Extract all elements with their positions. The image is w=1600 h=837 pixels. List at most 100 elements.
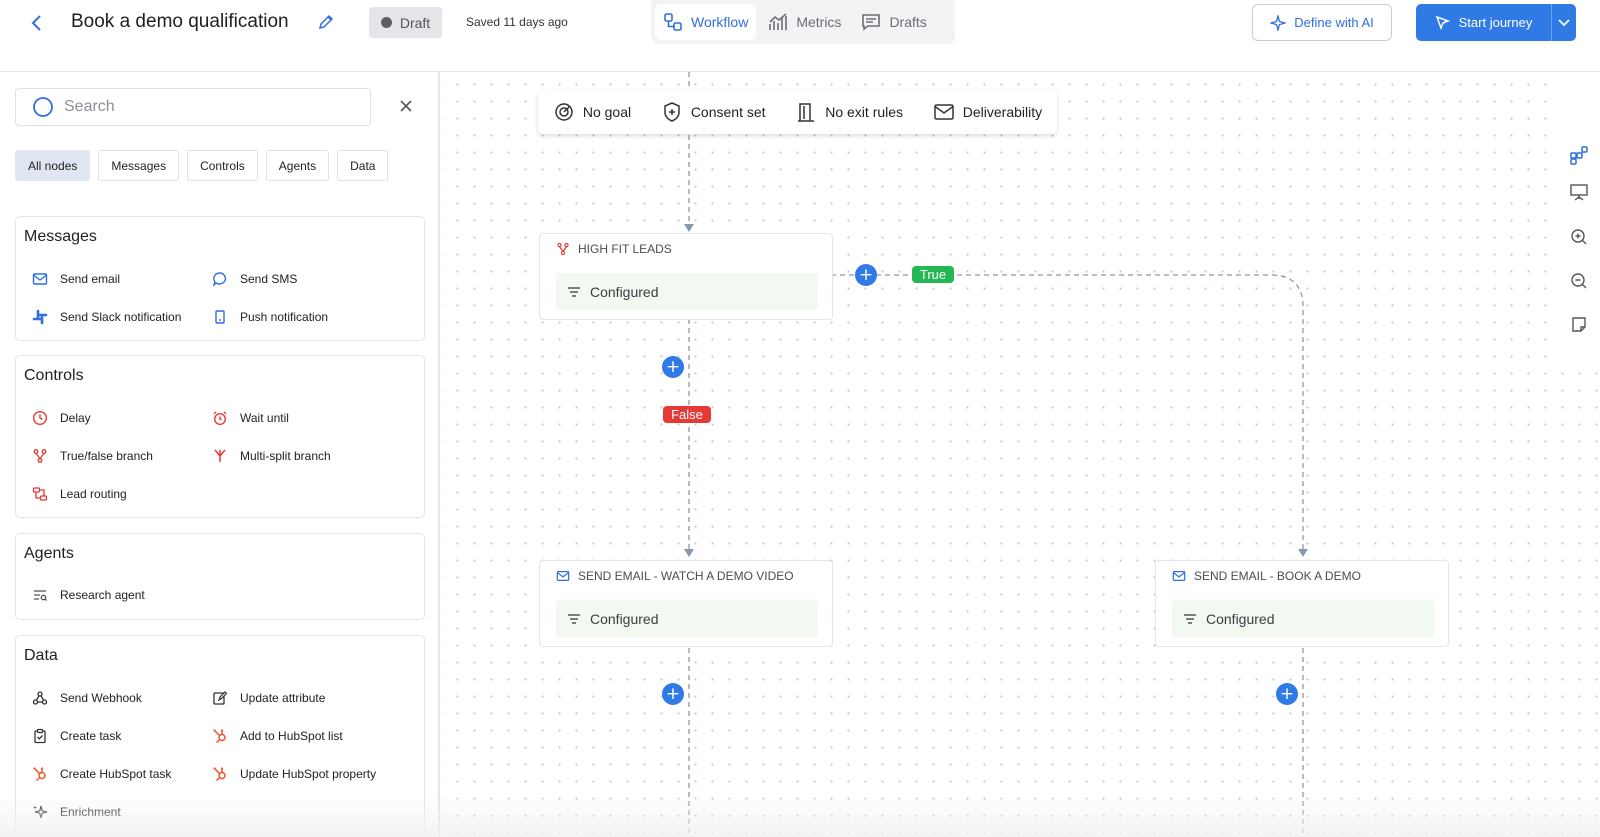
node-lead-routing[interactable]: Lead routing (32, 486, 127, 502)
node-add-hubspot-list[interactable]: Add to HubSpot list (212, 728, 343, 744)
node-label: True/false branch (60, 449, 153, 463)
node-create-hubspot-task[interactable]: Create HubSpot task (32, 766, 171, 782)
deliverability-setting[interactable]: Deliverability (933, 101, 1042, 123)
node-send-email[interactable]: Send email (32, 271, 120, 287)
node-create-task[interactable]: Create task (32, 728, 121, 744)
consent-label: Consent set (690, 104, 766, 120)
filter-lines-icon (1184, 613, 1196, 624)
page-title: Book a demo qualification (71, 11, 289, 32)
exit-rules-setting[interactable]: No exit rules (795, 101, 903, 123)
metrics-icon (769, 13, 788, 30)
node-multi-split-branch[interactable]: Multi-split branch (212, 448, 331, 464)
node-enrichment[interactable]: Enrichment (32, 804, 121, 820)
node-label: Update HubSpot property (240, 767, 377, 781)
node-library-sidebar: Search All nodes Messages Controls Agent… (0, 72, 440, 837)
webhook-icon (32, 691, 48, 705)
view-tabs: Workflow Metrics Drafts (651, 0, 955, 44)
present-icon[interactable] (1569, 182, 1589, 202)
add-nodes-icon[interactable] (1569, 145, 1589, 165)
workflow-icon (664, 13, 682, 31)
node-title: SEND EMAIL - BOOK A DEMO (1194, 569, 1361, 583)
close-icon[interactable] (398, 98, 414, 114)
node-label: Add to HubSpot list (240, 729, 343, 743)
node-title: HIGH FIT LEADS (578, 242, 672, 256)
start-journey-button[interactable]: Start journey (1416, 4, 1576, 41)
tab-workflow-label: Workflow (691, 14, 749, 30)
node-label: Multi-split branch (240, 449, 331, 463)
research-icon (34, 590, 47, 601)
sparkle-icon (1270, 14, 1287, 31)
node-status-label: Configured (590, 283, 659, 300)
mail-icon (556, 571, 570, 581)
node-update-hubspot-property[interactable]: Update HubSpot property (212, 766, 376, 782)
chevron-down-icon (1558, 18, 1570, 26)
section-title: Messages (24, 228, 97, 245)
section-data: Data Send Webhook Update attribute Creat… (15, 635, 425, 837)
define-with-ai-button[interactable]: Define with AI (1252, 4, 1392, 41)
section-title: Agents (24, 545, 74, 562)
node-header: SEND EMAIL - BOOK A DEMO (1172, 569, 1361, 583)
section-messages: Messages Send email Send SMS Send Slack … (15, 216, 425, 341)
split-icon (214, 449, 226, 462)
node-status: Configured (556, 600, 818, 637)
filter-messages[interactable]: Messages (98, 150, 180, 181)
workflow-canvas[interactable]: No goal Consent set No exit rules Delive… (441, 72, 1600, 837)
back-chevron-icon[interactable] (26, 12, 48, 34)
start-journey-main[interactable]: Start journey (1416, 4, 1551, 41)
node-delay[interactable]: Delay (32, 410, 91, 426)
node-header: HIGH FIT LEADS (556, 242, 672, 256)
node-label: Delay (60, 411, 91, 425)
node-label: Create task (60, 729, 122, 743)
node-wait-until[interactable]: Wait until (212, 410, 289, 426)
door-exit-icon (798, 103, 815, 122)
zoom-out-icon[interactable] (1569, 271, 1589, 291)
consent-setting[interactable]: Consent set (661, 101, 766, 123)
route-icon (32, 487, 48, 501)
goal-label: No goal (582, 104, 632, 120)
filter-controls[interactable]: Controls (187, 150, 258, 181)
tab-drafts-label: Drafts (889, 14, 927, 30)
add-node-button-false[interactable]: + (662, 356, 684, 378)
add-node-button-true[interactable]: + (855, 264, 877, 286)
filter-lines-icon (568, 286, 580, 297)
pencil-icon[interactable] (317, 13, 335, 31)
tab-metrics-label: Metrics (796, 14, 842, 30)
note-icon[interactable] (1569, 315, 1589, 335)
drafts-icon (862, 14, 881, 31)
node-update-attribute[interactable]: Update attribute (212, 690, 325, 706)
filter-all-nodes[interactable]: All nodes (15, 150, 91, 181)
zoom-in-icon[interactable] (1569, 227, 1589, 247)
node-send-sms[interactable]: Send SMS (212, 271, 297, 287)
node-label: Send Webhook (60, 691, 142, 705)
add-node-button-right[interactable]: + (1276, 683, 1298, 705)
branch-icon (33, 449, 47, 463)
mail-icon (1172, 571, 1186, 581)
node-high-fit-leads[interactable]: HIGH FIT LEADS Configured (539, 233, 833, 320)
add-node-button-left[interactable]: + (662, 683, 684, 705)
node-true-false-branch[interactable]: True/false branch (32, 448, 153, 464)
search-input[interactable]: Search (15, 88, 371, 126)
node-label: Update attribute (240, 691, 326, 705)
start-journey-label: Start journey (1458, 15, 1533, 30)
node-push-notification[interactable]: Push notification (212, 309, 328, 325)
sparkles-icon (33, 805, 48, 819)
tab-metrics[interactable]: Metrics (760, 4, 849, 40)
goal-setting[interactable]: No goal (553, 101, 631, 123)
deliverability-label: Deliverability (962, 104, 1043, 120)
filter-lines-icon (568, 613, 580, 624)
start-journey-dropdown[interactable] (1551, 4, 1576, 41)
filter-data[interactable]: Data (337, 150, 389, 181)
tab-drafts[interactable]: Drafts (853, 4, 934, 40)
node-send-slack[interactable]: Send Slack notification (32, 309, 181, 325)
node-send-webhook[interactable]: Send Webhook (32, 690, 142, 706)
status-label: Draft (399, 14, 431, 31)
node-send-email-book-demo[interactable]: SEND EMAIL - BOOK A DEMO Configured (1155, 560, 1449, 647)
filter-agents[interactable]: Agents (265, 150, 330, 181)
node-send-email-watch-demo[interactable]: SEND EMAIL - WATCH A DEMO VIDEO Configur… (539, 560, 833, 647)
hubspot-icon (213, 729, 226, 744)
node-header: SEND EMAIL - WATCH A DEMO VIDEO (556, 569, 794, 583)
node-research-agent[interactable]: Research agent (32, 587, 145, 603)
phone-icon (215, 310, 225, 324)
saved-timestamp: Saved 11 days ago (466, 15, 568, 29)
tab-workflow[interactable]: Workflow (655, 4, 757, 40)
